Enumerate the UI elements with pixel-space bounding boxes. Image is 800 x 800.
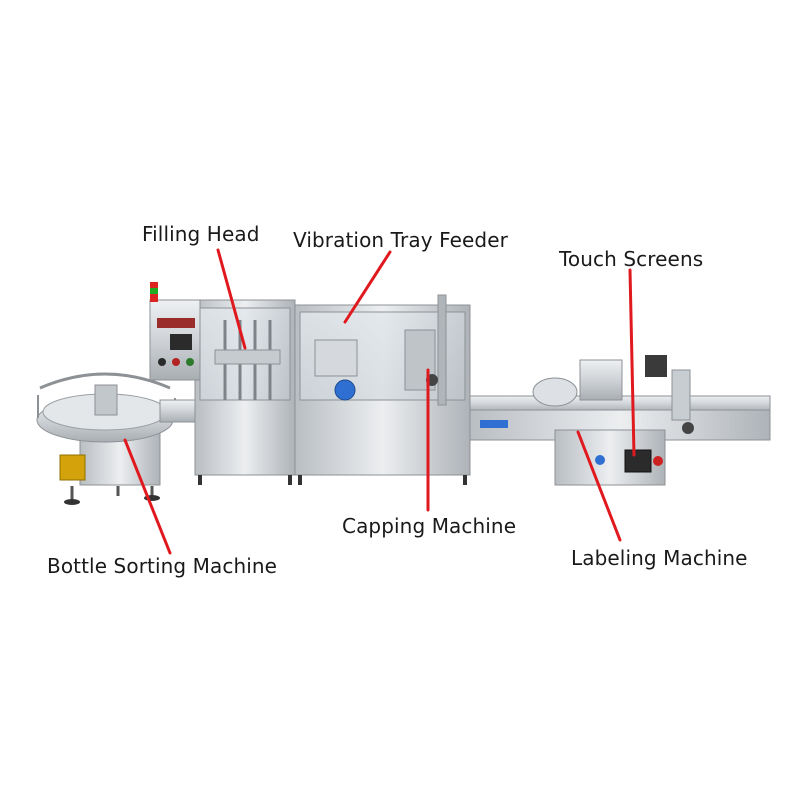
label-bottle-sorting-machine: Bottle Sorting Machine <box>47 554 278 578</box>
label-capping-machine: Capping Machine <box>342 514 517 538</box>
pointer-bottle-sorting-machine <box>123 438 172 555</box>
label-filling-head: Filling Head <box>142 222 260 246</box>
label-labeling-machine: Labeling Machine <box>571 546 748 570</box>
pointer-lines <box>123 248 636 555</box>
pointer-vibration-tray-feeder <box>343 250 392 324</box>
bottle-sorting-machine <box>36 372 176 505</box>
capping-machine <box>294 294 471 485</box>
filling-machine <box>149 282 296 485</box>
labeling-machine <box>532 355 694 486</box>
pointer-touch-screens <box>628 268 636 457</box>
pointer-labeling-machine <box>576 430 622 542</box>
label-vibration-tray-feeder: Vibration Tray Feeder <box>293 228 508 252</box>
label-touch-screens: Touch Screens <box>559 247 704 271</box>
pointer-filling-head <box>216 248 247 350</box>
